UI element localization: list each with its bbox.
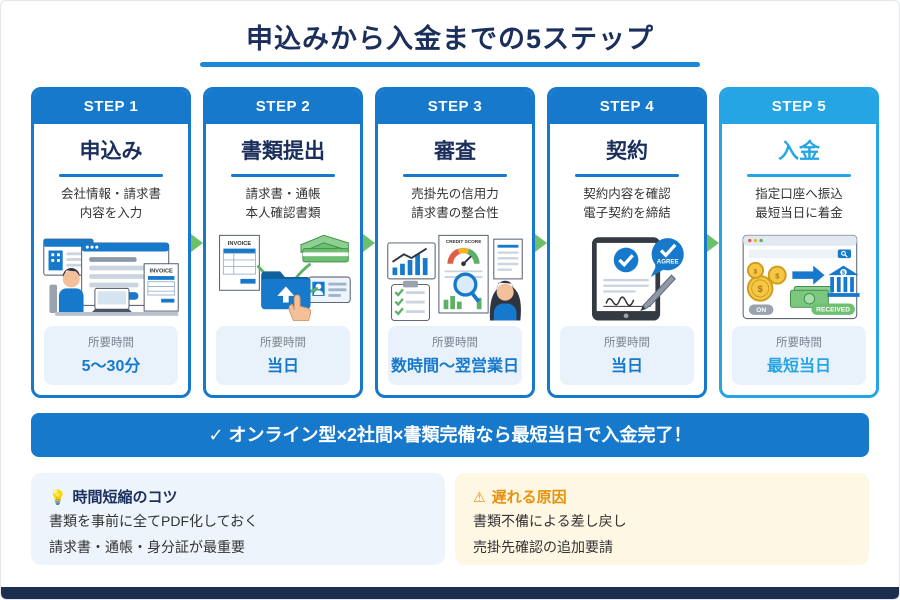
notes-row: 💡 時間短縮のコツ 書類を事前に全てPDF化しておく 請求書・通帳・身分証が最重… <box>31 473 869 565</box>
tips-line: 書類を事前に全てPDF化しておく <box>49 513 259 529</box>
warning-icon: ⚠ <box>473 488 486 505</box>
step-card-1: STEP 1 申込み 会社情報・請求書 内容を入力 <box>31 87 191 398</box>
duration-value: 数時間〜翌営業日 <box>390 358 519 375</box>
duration-box: 所要時間 5〜30分 <box>44 326 178 385</box>
step-description: 売掛先の信用力 請求書の整合性 <box>378 185 532 223</box>
step-badge: STEP 4 <box>550 90 704 124</box>
step-desc-line: 内容を入力 <box>79 205 143 220</box>
duration-value: 当日 <box>610 358 643 375</box>
application-illustration: INVOICE <box>40 228 182 326</box>
steps-row: STEP 1 申込み 会社情報・請求書 内容を入力 <box>31 87 879 398</box>
flow-arrow-icon <box>191 233 203 252</box>
on-label: ON <box>756 307 766 314</box>
step-desc-line: 指定口座へ振込 <box>755 187 843 201</box>
credit-score-label: CREDIT SCORE <box>446 238 482 244</box>
tips-line: 請求書・通帳・身分証が最重要 <box>49 538 245 555</box>
step-desc-line: 最短当日に着金 <box>755 205 843 220</box>
step-divider <box>747 174 851 177</box>
step-divider <box>59 174 163 177</box>
upload-folder-icon: INVOICE <box>219 234 351 321</box>
step-description: 指定口座へ振込 最短当日に着金 <box>722 185 876 223</box>
duration-label: 所要時間 <box>88 337 134 349</box>
step-desc-line: 会社情報・請求書 <box>60 187 161 201</box>
step-description: 請求書・通帳 本人確認書類 <box>206 185 360 223</box>
duration-label: 所要時間 <box>604 337 650 349</box>
step-title: 審査 <box>434 140 476 163</box>
svg-text:$: $ <box>754 268 758 275</box>
step-desc-line: 電子契約を締結 <box>583 205 671 220</box>
svg-text:$: $ <box>758 284 764 295</box>
step-desc-line: 売掛先の信用力 <box>411 187 499 201</box>
step-desc-line: 契約内容を確認 <box>583 187 671 201</box>
step-desc-line: 請求書・通帳 <box>245 187 321 201</box>
step-badge: STEP 5 <box>722 90 876 124</box>
duration-box: 所要時間 当日 <box>216 326 350 385</box>
step-divider <box>231 174 335 177</box>
step-desc-line: 請求書の整合性 <box>411 205 499 220</box>
step-divider <box>575 174 679 177</box>
contract-illustration: AGREE <box>556 228 698 326</box>
caution-heading-text: 遅れる原因 <box>491 489 567 506</box>
header: 申込みから入金までの5ステップ <box>1 1 899 67</box>
step-badge: STEP 3 <box>378 90 532 124</box>
svg-text:$: $ <box>775 271 780 280</box>
duration-label: 所要時間 <box>260 337 306 349</box>
step-title: 契約 <box>606 140 648 163</box>
step-card-3: STEP 3 審査 売掛先の信用力 請求書の整合性 <box>375 87 535 398</box>
lightbulb-icon: 💡 <box>49 488 67 505</box>
svg-text:$: $ <box>842 270 846 276</box>
tips-heading: 💡 時間短縮のコツ <box>49 486 427 507</box>
duration-box: 所要時間 最短当日 <box>732 326 866 385</box>
review-illustration: CREDIT SCORE <box>384 228 526 326</box>
step-desc-line: 本人確認書類 <box>245 205 321 220</box>
tablet-signature-icon: AGREE <box>591 236 684 321</box>
caution-box: ⚠ 遅れる原因 書類不備による差し戻し 売掛先確認の追加要請 <box>455 473 869 565</box>
invoice-label: INVOICE <box>150 268 174 274</box>
duration-value: 5〜30分 <box>81 358 141 375</box>
step-card-4: STEP 4 契約 契約内容を確認 電子契約を締結 <box>547 87 707 398</box>
step-title: 入金 <box>778 140 820 163</box>
summary-banner: ✓ オンライン型×2社間×書類完備なら最短当日で入金完了！ <box>31 413 869 457</box>
step-card-5: STEP 5 入金 指定口座へ振込 最短当日に着金 <box>719 87 879 398</box>
duration-label: 所要時間 <box>776 337 822 349</box>
flow-arrow-icon <box>363 233 375 252</box>
document-upload-illustration: INVOICE <box>212 228 354 326</box>
step-description: 契約内容を確認 電子契約を締結 <box>550 185 704 223</box>
title-underline <box>200 62 700 67</box>
step-card-2: STEP 2 書類提出 請求書・通帳 本人確認書類 INVOICE <box>203 87 363 398</box>
step-title: 申込み <box>79 140 143 163</box>
footer-bar <box>1 587 899 599</box>
caution-line: 売掛先確認の追加要請 <box>473 538 613 555</box>
duration-box: 所要時間 数時間〜翌営業日 <box>388 326 522 385</box>
duration-box: 所要時間 当日 <box>560 326 694 385</box>
flow-arrow-icon <box>535 233 547 252</box>
credit-check-icon: CREDIT SCORE <box>387 234 523 321</box>
step-badge: STEP 2 <box>206 90 360 124</box>
duration-value: 最短当日 <box>766 358 831 375</box>
tips-box: 💡 時間短縮のコツ 書類を事前に全てPDF化しておく 請求書・通帳・身分証が最重… <box>31 473 445 565</box>
tips-heading-text: 時間短縮のコツ <box>72 489 178 506</box>
caution-heading: ⚠ 遅れる原因 <box>473 486 851 507</box>
money-transfer-icon: $ $ $ $ <box>742 234 860 319</box>
received-label: RECEIVED <box>816 306 850 313</box>
step-badge: STEP 1 <box>34 90 188 124</box>
page-title: 申込みから入金までの5ステップ <box>245 24 654 54</box>
caution-line: 書類不備による差し戻し <box>473 513 627 529</box>
payment-illustration: $ $ $ $ <box>728 228 870 326</box>
step-divider <box>403 174 507 177</box>
invoice-label: INVOICE <box>228 240 252 246</box>
person-filling-form-icon: INVOICE <box>43 238 179 316</box>
duration-value: 当日 <box>266 358 299 375</box>
step-title: 書類提出 <box>241 140 325 163</box>
flow-arrow-icon <box>707 233 719 252</box>
agree-label: AGREE <box>657 258 679 265</box>
step-description: 会社情報・請求書 内容を入力 <box>34 185 188 223</box>
duration-label: 所要時間 <box>432 337 478 349</box>
